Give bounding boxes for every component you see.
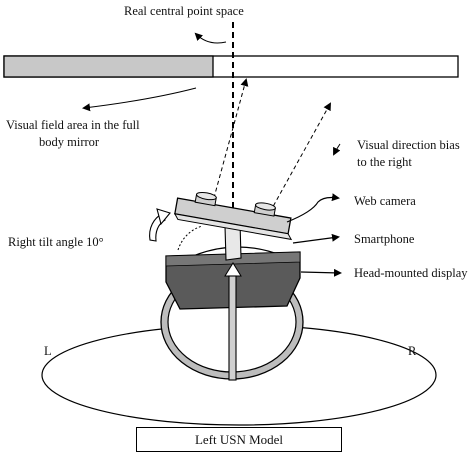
center-strap bbox=[228, 275, 237, 381]
tilt-dotted-arc bbox=[177, 225, 203, 251]
smartphone-leader bbox=[292, 233, 340, 244]
web-camera-left bbox=[194, 191, 217, 207]
direction-arrow-right bbox=[269, 102, 331, 213]
center-space-arrow bbox=[194, 32, 227, 44]
left-marker: L bbox=[44, 344, 52, 358]
mirror-bar bbox=[3, 55, 459, 78]
direction-bias-arrow bbox=[333, 143, 341, 156]
model-caption: Left USN Model bbox=[194, 431, 284, 447]
visual-field-area bbox=[3, 55, 214, 78]
web-camera-leader bbox=[286, 193, 340, 223]
tilt-arrow bbox=[149, 208, 171, 242]
smartphone-label: Smartphone bbox=[354, 232, 415, 246]
tilt-label: Right tilt angle 10° bbox=[8, 235, 104, 249]
smartphone-bar bbox=[173, 191, 293, 241]
model-caption-box: Left USN Model bbox=[136, 427, 342, 452]
field-area-arrow bbox=[82, 87, 197, 112]
web-camera-label: Web camera bbox=[354, 194, 416, 208]
hmd-leader bbox=[300, 268, 342, 277]
direction-bias-label-line1: Visual direction bias bbox=[357, 138, 460, 152]
field-area-label-line1: Visual field area in the full bbox=[6, 118, 140, 132]
web-camera-right bbox=[253, 202, 276, 217]
direction-arrow-left bbox=[211, 78, 249, 206]
direction-bias-label-line2: to the right bbox=[357, 155, 412, 169]
hmd-label: Head-mounted display bbox=[354, 266, 468, 280]
field-area-label-line2: body mirror bbox=[39, 135, 100, 149]
right-marker: R bbox=[408, 344, 417, 358]
center-space-label: Real central point space bbox=[124, 4, 244, 18]
